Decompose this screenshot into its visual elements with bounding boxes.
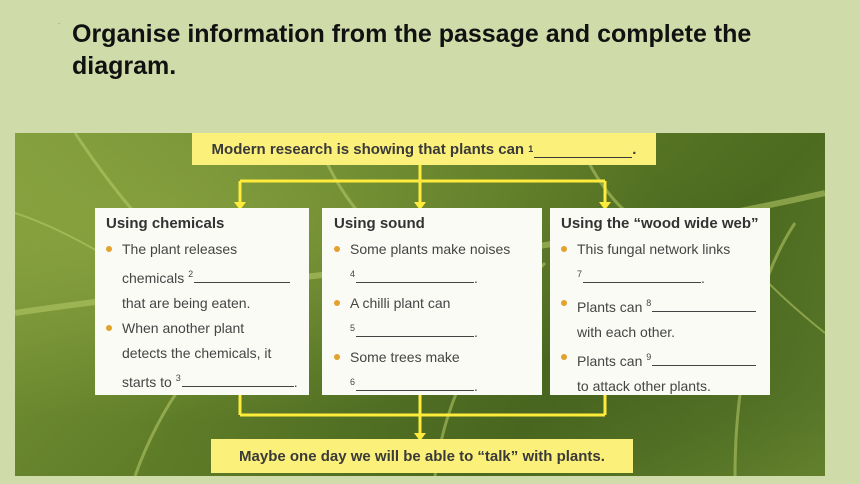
slide-dot: ·	[58, 21, 60, 27]
list-item: Plants can 8 with each other.	[561, 291, 762, 345]
box-title-chemicals: Using chemicals	[106, 215, 225, 232]
item-period: .	[474, 270, 478, 286]
list-item: When another plant detects the chemicals…	[106, 316, 299, 395]
blank-3[interactable]	[181, 370, 294, 387]
blank-number-6: 6	[350, 377, 356, 387]
top-banner-period: .	[632, 140, 637, 158]
blank-6[interactable]	[356, 374, 475, 391]
list-item: This fungal network links 7.	[561, 237, 762, 291]
item-text: Some trees make	[350, 349, 460, 365]
top-banner-text: Modern research is showing that plants c…	[211, 140, 525, 158]
bottom-banner: Maybe one day we will be able to “talk” …	[211, 439, 633, 473]
blank-2[interactable]	[194, 266, 291, 283]
blank-number-7: 7	[577, 269, 583, 279]
item-text: that are being eaten.	[122, 295, 251, 311]
list-item: Plants can 9 to attack other plants.	[561, 345, 762, 399]
list-item: The plant releases chemicals 2 that are …	[106, 237, 299, 316]
blank-number-3: 3	[175, 373, 181, 383]
item-text: starts to	[122, 374, 172, 390]
item-text: A chilli plant can	[350, 295, 451, 311]
list-item: A chilli plant can 5.	[334, 291, 532, 345]
blank-number-8: 8	[646, 298, 652, 308]
blank-5[interactable]	[356, 320, 475, 337]
bottom-banner-text: Maybe one day we will be able to “talk” …	[239, 447, 605, 465]
box-using-wood-wide-web: Using the “wood wide web” This fungal ne…	[550, 208, 770, 395]
box-title-wood-wide-web: Using the “wood wide web”	[561, 215, 759, 232]
item-text: Some plants make noises	[350, 241, 511, 257]
item-text: When another plant	[122, 320, 245, 336]
item-text: Plants can	[577, 353, 643, 369]
box-using-sound: Using sound Some plants make noises 4. A…	[322, 208, 542, 395]
leaf-background: Modern research is showing that plants c…	[15, 133, 825, 476]
box-title-sound: Using sound	[334, 215, 425, 232]
box-using-chemicals: Using chemicals The plant releases chemi…	[95, 208, 309, 395]
item-period: .	[293, 374, 298, 390]
connector-lines	[238, 160, 607, 438]
blank-8[interactable]	[652, 295, 757, 312]
instruction-text: Organise information from the passage an…	[72, 20, 752, 80]
item-text: Plants can	[577, 299, 643, 315]
blank-4[interactable]	[356, 266, 475, 283]
item-period: .	[474, 378, 478, 394]
blank-7[interactable]	[583, 266, 702, 283]
item-text: This fungal network links	[577, 241, 731, 257]
list-item: Some trees make 6.	[334, 345, 532, 399]
item-text: with each other.	[577, 324, 676, 340]
top-banner: Modern research is showing that plants c…	[192, 133, 656, 165]
blank-number-9: 9	[646, 352, 652, 362]
item-period: .	[701, 270, 705, 286]
item-period: .	[474, 324, 478, 340]
list-item: Some plants make noises 4.	[334, 237, 532, 291]
blank-number-1: 1	[528, 144, 534, 154]
blank-number-4: 4	[350, 269, 356, 279]
blank-number-2: 2	[188, 269, 194, 279]
blank-1[interactable]	[534, 141, 633, 158]
item-text: to attack other plants.	[577, 378, 711, 394]
blank-9[interactable]	[652, 349, 757, 366]
item-text: chemicals	[122, 270, 185, 286]
item-text: detects the chemicals, it	[122, 345, 272, 361]
blank-number-5: 5	[350, 323, 356, 333]
item-text: The plant releases	[122, 241, 238, 257]
